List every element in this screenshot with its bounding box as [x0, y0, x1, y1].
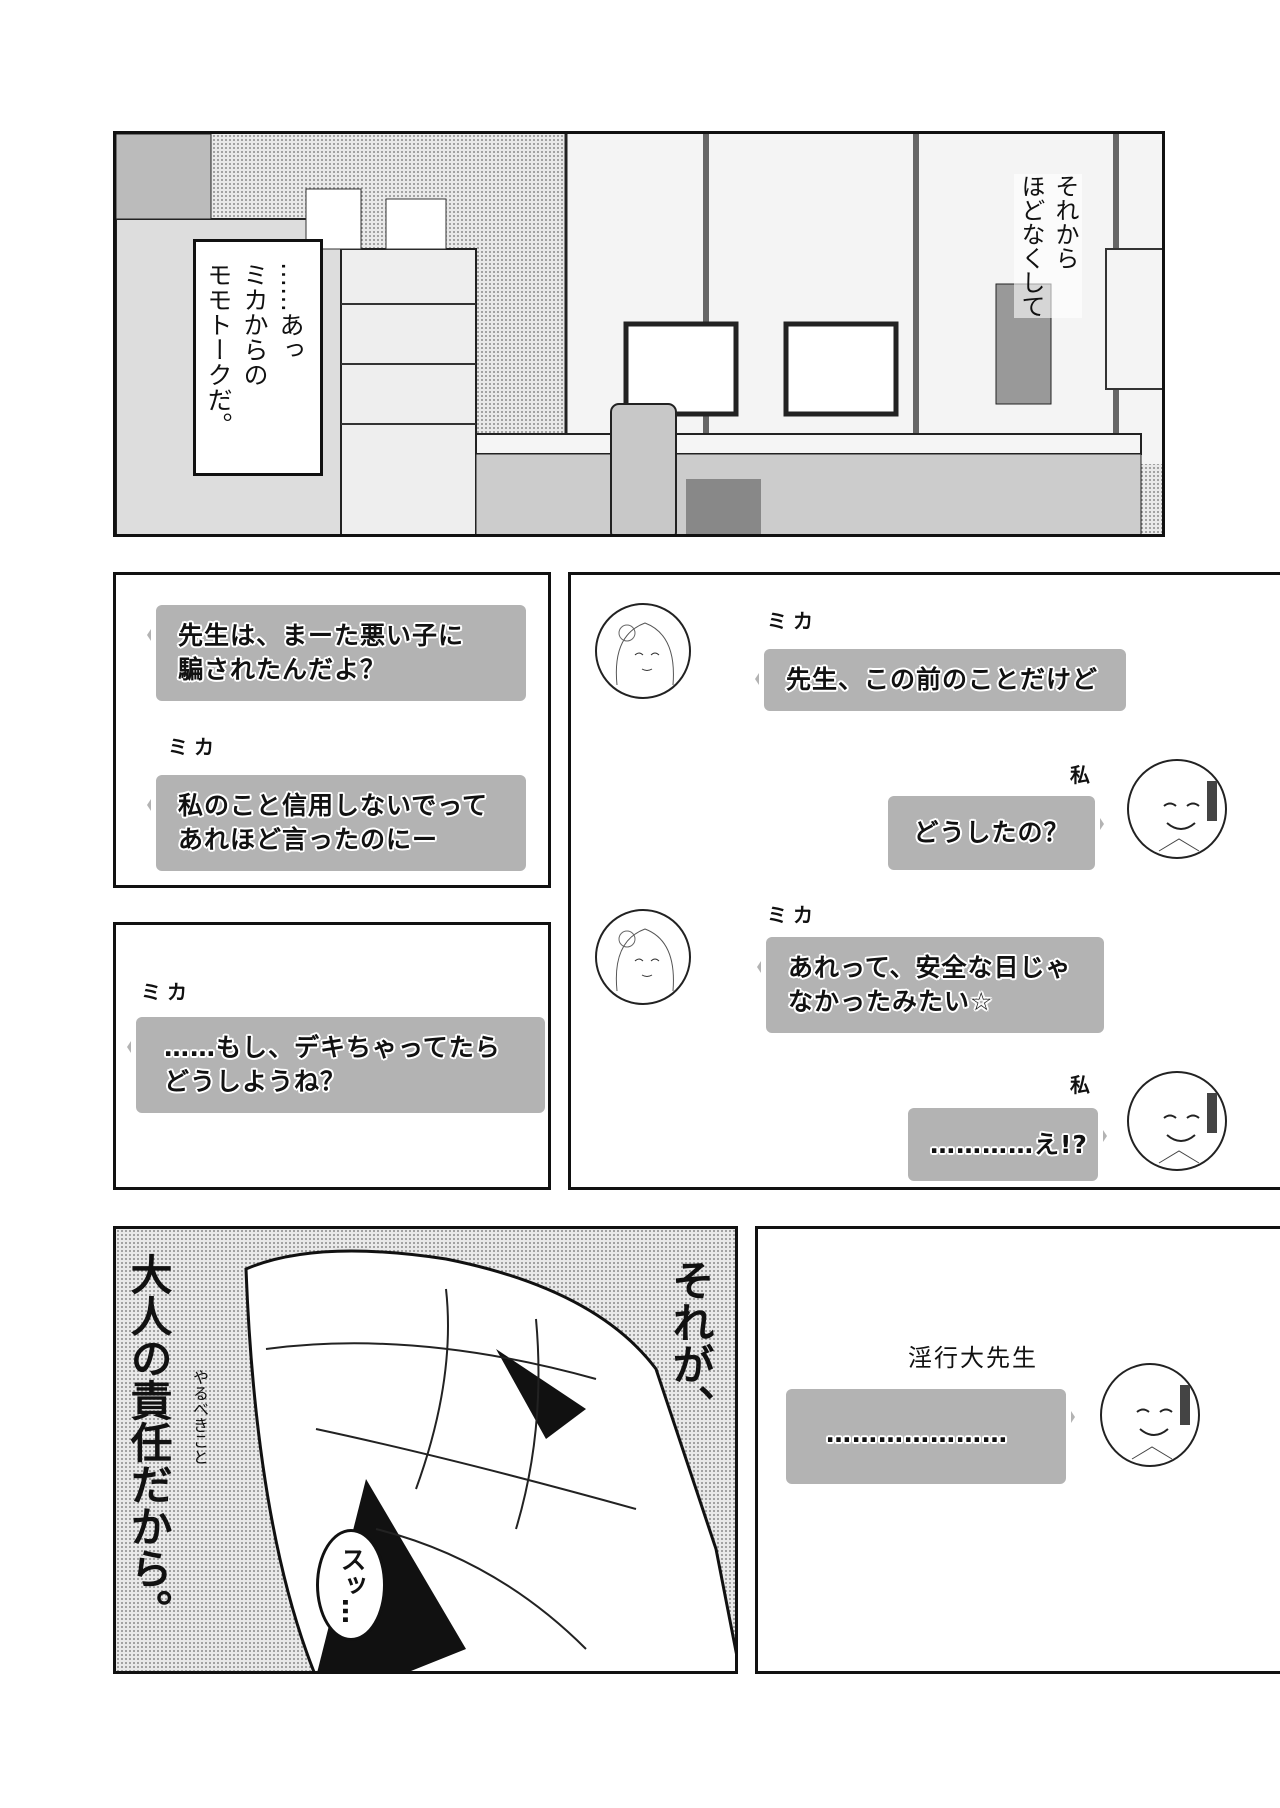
- caption-line: モモトークだ。: [204, 262, 233, 437]
- mika-avatar: [595, 603, 691, 699]
- mika-face-icon: [615, 928, 674, 992]
- caption-text: ……あっ ミカからの モモトークだ。: [200, 262, 308, 437]
- sfx-text: スッ…: [336, 1546, 366, 1624]
- message-line: どうしたの？: [913, 818, 1070, 847]
- teacher-avatar: [1100, 1363, 1200, 1467]
- caption-line: ……あっ: [276, 262, 305, 362]
- sender-name: ミカ: [767, 609, 819, 633]
- sender-name: 淫行大先生: [908, 1344, 1038, 1372]
- teacher-face-icon: [1158, 1093, 1217, 1164]
- panel-chat-left-bottom: ミカ ……もし、デキちゃってたら どうしようね？: [113, 922, 551, 1190]
- message-line: 騙されたんだよ？: [178, 655, 387, 684]
- message-line: …………………: [826, 1419, 1008, 1448]
- caption-box: ……あっ ミカからの モモトークだ。: [193, 239, 323, 476]
- mika-avatar: [595, 909, 691, 1005]
- message-bubble: …………………: [786, 1389, 1075, 1484]
- sender-name: 私: [1070, 763, 1096, 787]
- narration-line: ほどなくして: [1017, 174, 1045, 318]
- message-line: …………え!?: [930, 1130, 1088, 1159]
- sender-name: ミカ: [767, 903, 819, 927]
- message-bubble: …………え!?: [908, 1108, 1107, 1181]
- ruby-text: やるべきこと: [190, 1369, 209, 1465]
- teacher-face-icon: [1131, 1385, 1190, 1460]
- teacher-avatar: [1127, 1071, 1227, 1171]
- message-line: あれほど言ったのにー: [178, 825, 439, 854]
- message-line: ……もし、デキちゃってたら: [164, 1033, 501, 1062]
- mika-face-icon: [615, 622, 674, 686]
- teacher-avatar: [1127, 759, 1227, 859]
- message-line: 先生、この前のことだけど: [786, 665, 1099, 694]
- sender-name: ミカ: [168, 735, 220, 759]
- panel-chat-left-top: 先生は、まーた悪い子に 騙されたんだよ？ ミカ 私のこと信用しないでって あれほ…: [113, 572, 551, 888]
- message-bubble: 先生は、まーた悪い子に 騙されたんだよ？: [147, 605, 526, 701]
- panel-chat-right: ミカ 先生、この前のことだけど 私 どうしたの？ ミカ あれって、安全な日じゃ …: [568, 572, 1280, 1190]
- message-line: なかったみたい☆: [788, 987, 994, 1016]
- message-line: どうしようね？: [164, 1067, 347, 1096]
- message-bubble: 先生、この前のことだけど: [755, 649, 1126, 711]
- sender-name: 私: [1070, 1073, 1096, 1097]
- message-line: あれって、安全な日じゃ: [788, 953, 1072, 982]
- message-bubble: あれって、安全な日じゃ なかったみたい☆: [757, 937, 1104, 1033]
- main-narration: 大人の責任だから。: [124, 1253, 173, 1631]
- panel-hand: 大人の責任だから。 やるべきこと それが、 スッ…: [113, 1226, 738, 1674]
- caption-line: ミカからの: [240, 262, 269, 387]
- panel-chat-final: 淫行大先生 …………………: [755, 1226, 1280, 1674]
- narration-line: それから: [1051, 174, 1079, 270]
- sfx-bubble: スッ…: [316, 1529, 386, 1641]
- side-narration: それが、: [666, 1259, 715, 1427]
- message-bubble: 私のこと信用しないでって あれほど言ったのにー: [147, 775, 526, 871]
- narration-text: それから ほどなくして: [1014, 174, 1082, 318]
- sender-name: ミカ: [141, 980, 193, 1004]
- message-bubble: ……もし、デキちゃってたら どうしようね？: [127, 1017, 545, 1113]
- message-line: 先生は、まーた悪い子に: [178, 621, 465, 650]
- panel-office: ……あっ ミカからの モモトークだ。 それから ほどなくして: [113, 131, 1165, 537]
- teacher-face-icon: [1158, 781, 1217, 852]
- message-bubble: どうしたの？: [888, 796, 1104, 870]
- message-line: 私のこと信用しないでって: [178, 791, 489, 820]
